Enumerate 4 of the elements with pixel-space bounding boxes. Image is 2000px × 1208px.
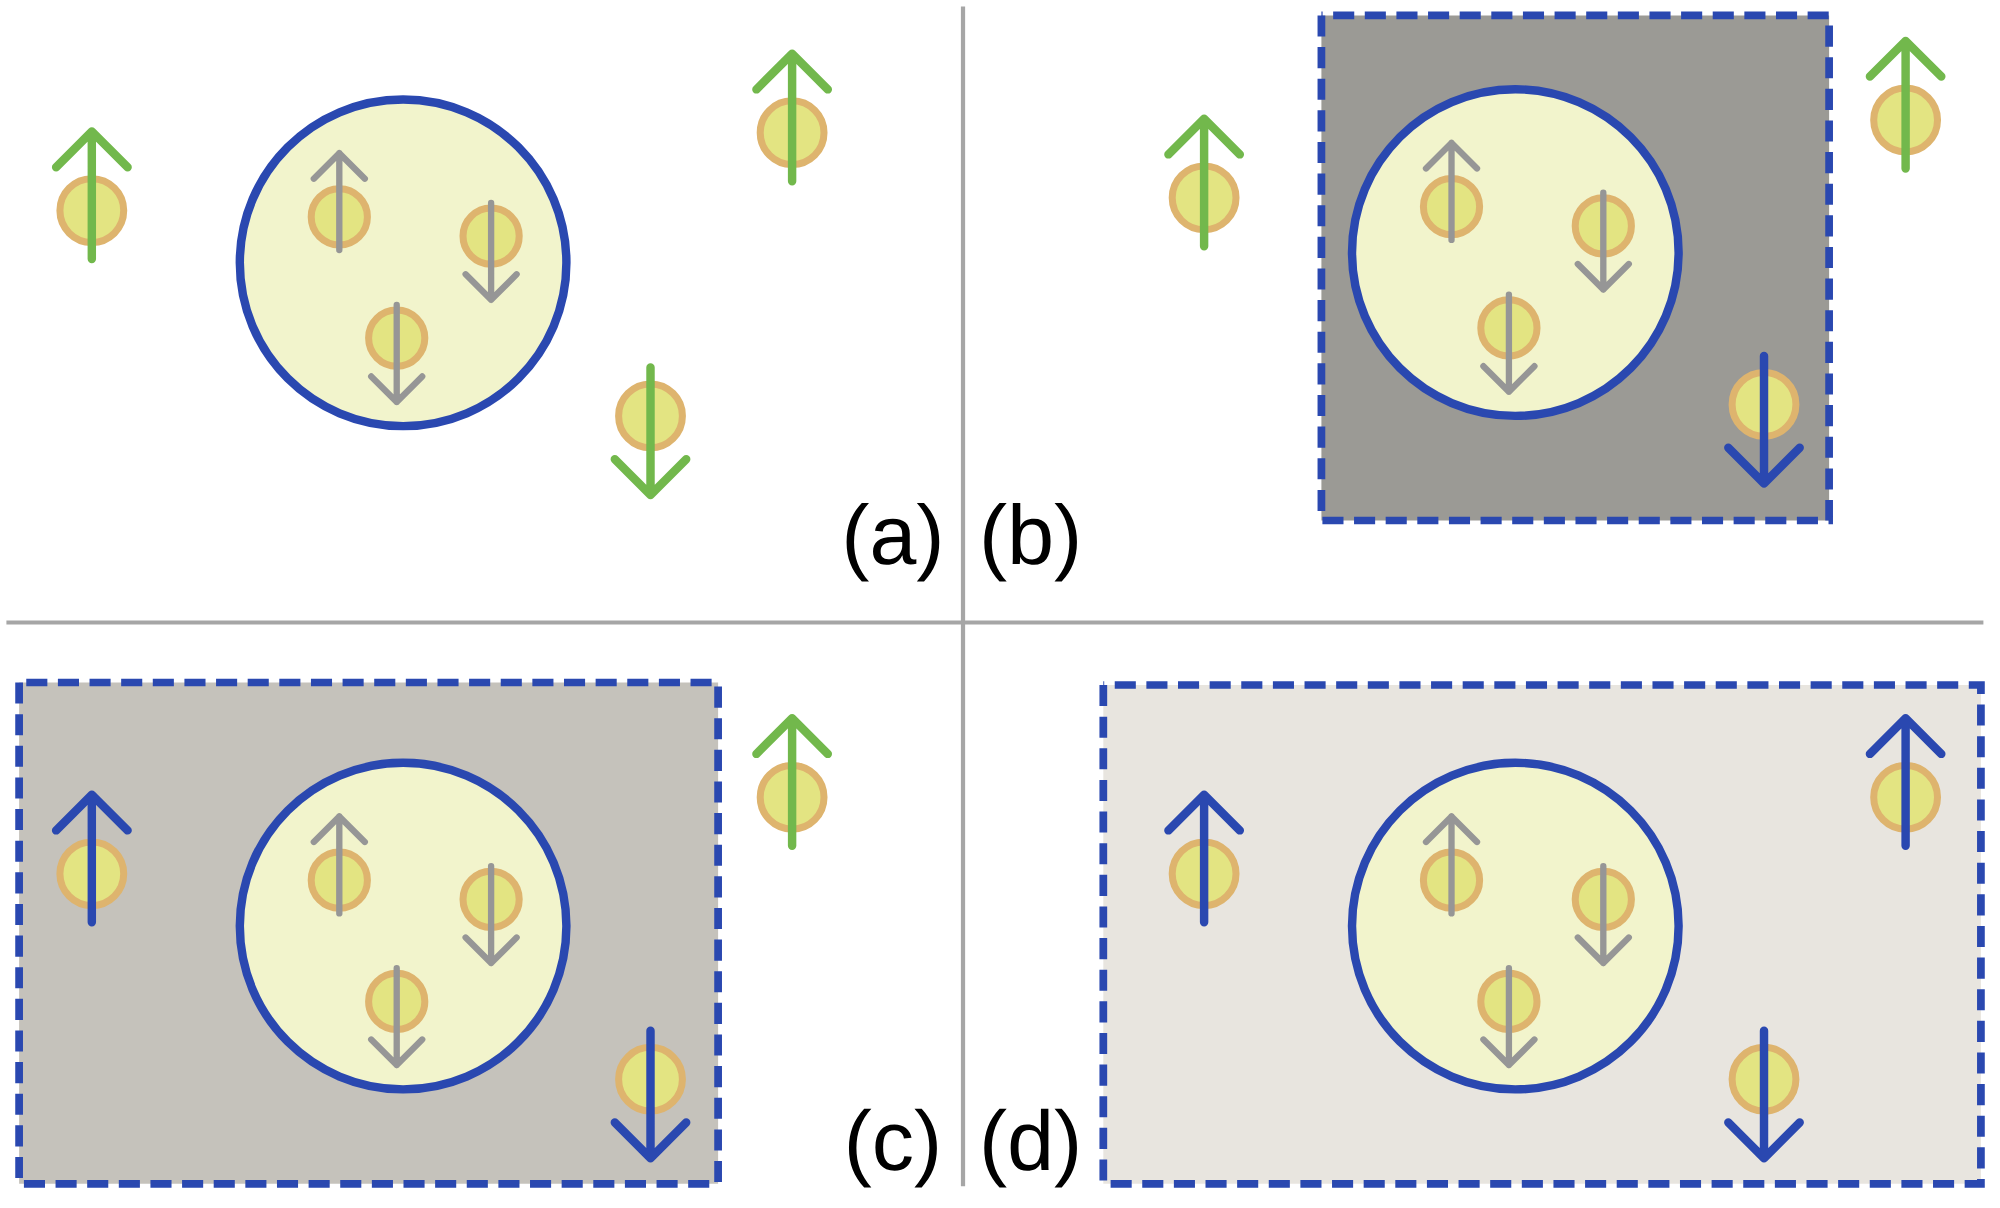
panel-label: (c) [848,1108,937,1188]
panel-label: (b) [984,502,1077,582]
panel-label: (a) [846,502,940,582]
panel-label: (d) [984,1108,1077,1188]
